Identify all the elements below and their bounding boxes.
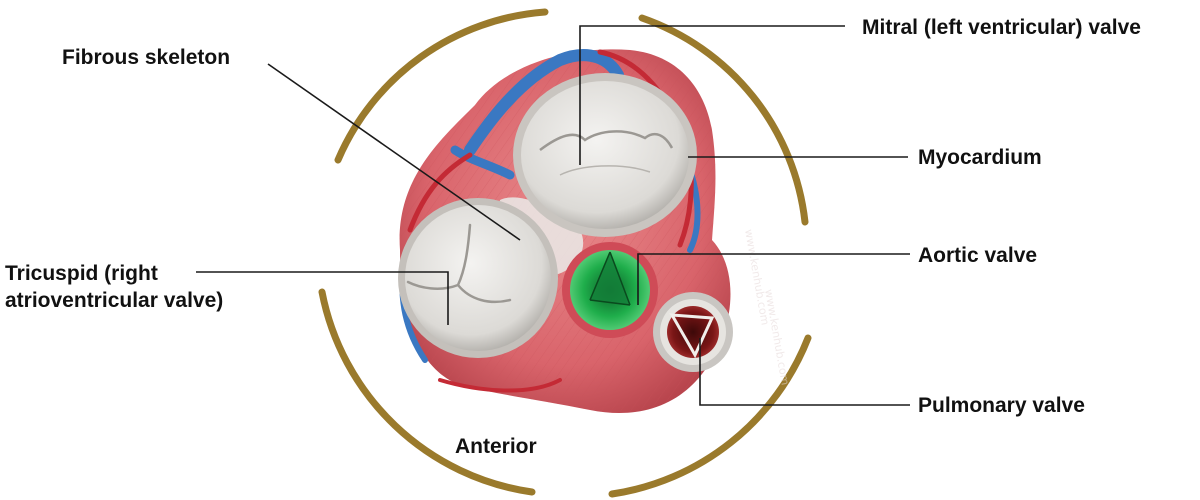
leader-fibrous-skeleton bbox=[267, 63, 521, 241]
coronary-artery-left bbox=[407, 152, 473, 233]
orientation-arcs bbox=[318, 8, 812, 498]
leader-aortic-valve bbox=[637, 253, 910, 305]
tricuspid-valve bbox=[398, 198, 558, 358]
coronary-artery-lower bbox=[438, 378, 562, 393]
aortic-valve bbox=[562, 242, 658, 338]
orientation-arc-upper-left bbox=[334, 8, 549, 164]
labels: Fibrous skeleton Mitral (left ventricula… bbox=[5, 16, 1141, 458]
label-fibrous-skeleton: Fibrous skeleton bbox=[62, 46, 230, 69]
leader-pulmonary-valve bbox=[699, 338, 910, 406]
label-aortic-valve: Aortic valve bbox=[918, 244, 1037, 267]
leader-lines bbox=[196, 25, 910, 406]
mitral-valve bbox=[513, 73, 697, 237]
watermark: www.kenhub.com bbox=[762, 288, 792, 386]
coronary-vein bbox=[464, 49, 624, 156]
leader-tricuspid-valve bbox=[196, 271, 449, 325]
label-tricuspid-line1: Tricuspid (right bbox=[5, 262, 158, 285]
label-myocardium: Myocardium bbox=[918, 146, 1042, 169]
coronary-vein-branch bbox=[450, 145, 515, 180]
label-tricuspid-line2: atrioventricular valve) bbox=[5, 289, 223, 312]
label-pulmonary-valve: Pulmonary valve bbox=[918, 394, 1085, 417]
pulmonary-valve bbox=[653, 292, 733, 372]
leader-mitral-valve bbox=[579, 25, 845, 165]
label-anterior: Anterior bbox=[455, 435, 537, 458]
orientation-arc-upper-right bbox=[638, 14, 809, 226]
orientation-arc-lower-left bbox=[318, 288, 536, 496]
orientation-arc-lower-right bbox=[608, 334, 812, 498]
label-mitral-valve: Mitral (left ventricular) valve bbox=[862, 16, 1141, 39]
